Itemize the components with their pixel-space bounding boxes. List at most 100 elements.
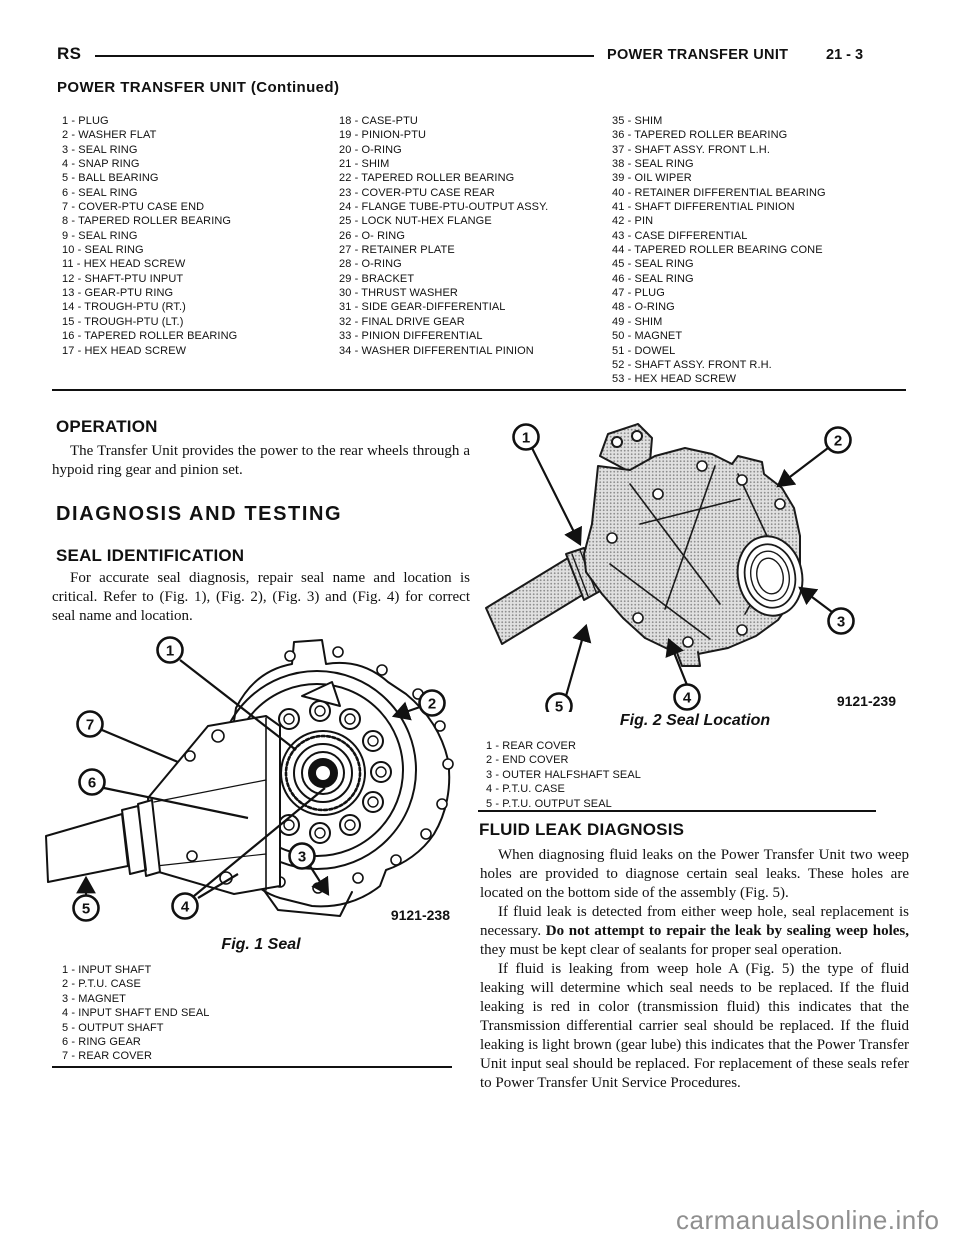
svg-text:2: 2 <box>428 696 436 713</box>
parts-item: 27 - RETAINER PLATE <box>339 244 455 257</box>
fig1-callout-2 <box>418 689 446 717</box>
parts-item: 14 - TROUGH-PTU (RT.) <box>62 301 186 314</box>
svg-text:1: 1 <box>166 643 174 660</box>
parts-item: 20 - O-RING <box>339 143 402 156</box>
parts-item: 15 - TROUGH-PTU (LT.) <box>62 315 184 328</box>
parts-item: 26 - O- RING <box>339 229 405 242</box>
parts-item: 7 - COVER-PTU CASE END <box>62 201 205 214</box>
parts-item: 40 - RETAINER DIFFERENTIAL BEARING <box>612 186 826 199</box>
seal-identification-heading: SEAL IDENTIFICATION <box>56 546 245 565</box>
svg-text:7: 7 <box>86 717 94 734</box>
parts-item: 37 - SHAFT ASSY. FRONT L.H. <box>612 143 770 156</box>
fig2-caption: Fig. 2 Seal Location <box>619 712 771 729</box>
parts-item: 17 - HEX HEAD SCREW <box>62 344 187 357</box>
parts-item: 8 - TAPERED ROLLER BEARING <box>62 215 232 228</box>
section-continued-title: POWER TRANSFER UNIT (Continued) <box>57 79 340 96</box>
header-rule <box>95 55 594 58</box>
parts-item: 47 - PLUG <box>612 287 665 300</box>
legend-item: 6 - RING GEAR <box>62 1036 141 1049</box>
fig2-illustration: 1 2 3 4 5 9121-239 <box>485 423 896 713</box>
fig2-legend-divider <box>478 810 876 812</box>
legend-item: 2 - END COVER <box>486 754 569 767</box>
fig2-callout-2 <box>824 426 852 454</box>
fig2-halfshaft <box>485 557 585 645</box>
fig1-callout-7 <box>76 710 104 738</box>
operation-heading: OPERATION <box>56 417 158 436</box>
parts-item: 45 - SEAL RING <box>612 258 694 271</box>
fig1-callout-5 <box>72 894 100 922</box>
parts-item: 28 - O-RING <box>339 258 402 271</box>
diagnosis-and-testing-heading: DIAGNOSIS AND TESTING <box>56 503 343 525</box>
fig2-image-code: 9121-239 <box>837 693 896 709</box>
legend-item: 4 - P.T.U. CASE <box>486 783 565 796</box>
legend-item: 1 - INPUT SHAFT <box>62 964 152 976</box>
legend-item: 5 - P.T.U. OUTPUT SEAL <box>486 797 612 810</box>
fluid-leak-paragraphs: When diagnosing fluid leaks on the Power… <box>480 846 909 1093</box>
legend-item: 2 - P.T.U. CASE <box>62 978 141 991</box>
parts-item: 12 - SHAFT-PTU INPUT <box>62 272 184 285</box>
parts-item: 51 - DOWEL <box>612 344 676 357</box>
svg-text:4: 4 <box>683 690 692 707</box>
svg-text:3: 3 <box>837 614 845 631</box>
parts-item: 2 - WASHER FLAT <box>62 129 157 142</box>
page-number: 21 - 3 <box>826 47 864 63</box>
parts-item: 4 - SNAP RING <box>62 158 140 171</box>
parts-item: 25 - LOCK NUT-HEX FLANGE <box>339 215 492 228</box>
parts-item: 24 - FLANGE TUBE-PTU-OUTPUT ASSY. <box>339 201 549 214</box>
fluid-leak-paragraph-1: When diagnosing fluid leaks on the Power… <box>480 847 909 901</box>
fig1-image-code: 9121-238 <box>391 907 450 923</box>
fig1-caption: Fig. 1 Seal <box>221 936 301 953</box>
parts-item: 44 - TAPERED ROLLER BEARING CONE <box>612 244 823 257</box>
fig1-callout-1 <box>156 636 184 664</box>
fig1-hub <box>280 730 366 816</box>
svg-text:1: 1 <box>522 430 530 447</box>
legend-item: 4 - INPUT SHAFT END SEAL <box>62 1007 210 1020</box>
legend-item: 5 - OUTPUT SHAFT <box>62 1021 164 1034</box>
parts-item: 23 - COVER-PTU CASE REAR <box>339 186 495 199</box>
fluid-leak-paragraph-3: If fluid is leaking from weep hole A (Fi… <box>480 961 909 1091</box>
parts-item: 48 - O-RING <box>612 301 675 314</box>
parts-item: 6 - SEAL RING <box>62 186 138 199</box>
parts-item: 19 - PINION-PTU <box>339 129 427 142</box>
parts-list-divider <box>52 389 906 391</box>
svg-text:6: 6 <box>88 775 96 792</box>
svg-text:2: 2 <box>834 433 842 450</box>
parts-item: 18 - CASE-PTU <box>339 115 418 127</box>
parts-item: 50 - MAGNET <box>612 330 683 343</box>
fig1-callout-3 <box>288 842 316 870</box>
parts-item: 10 - SEAL RING <box>62 244 144 257</box>
svg-text:5: 5 <box>555 699 563 713</box>
parts-item: 9 - SEAL RING <box>62 229 138 242</box>
fig1-callout-6 <box>78 768 106 796</box>
fig1-callout-4 <box>171 892 199 920</box>
fluid-leak-paragraph-2: If fluid leak is detected from either we… <box>480 904 909 958</box>
parts-item: 30 - THRUST WASHER <box>339 287 458 300</box>
parts-item: 1 - PLUG <box>62 115 109 127</box>
parts-item: 31 - SIDE GEAR-DIFFERENTIAL <box>339 301 506 314</box>
parts-item: 34 - WASHER DIFFERENTIAL PINION <box>339 344 534 357</box>
parts-item: 11 - HEX HEAD SCREW <box>62 258 186 271</box>
svg-text:3: 3 <box>298 849 306 866</box>
fig2-callout-3 <box>827 607 855 635</box>
parts-item: 5 - BALL BEARING <box>62 172 159 185</box>
svg-text:4: 4 <box>181 899 190 916</box>
fig1-illustration: 1 2 3 4 5 6 7 9121-238 <box>45 636 454 923</box>
parts-item: 21 - SHIM <box>339 158 390 171</box>
parts-item: 29 - BRACKET <box>339 272 415 285</box>
parts-item: 22 - TAPERED ROLLER BEARING <box>339 172 515 185</box>
fig2-end-bore <box>736 535 804 617</box>
fig1-legend-divider <box>52 1066 452 1068</box>
parts-item: 36 - TAPERED ROLLER BEARING <box>612 129 788 142</box>
fig2-callout-1 <box>512 423 540 451</box>
legend-item: 3 - OUTER HALFSHAFT SEAL <box>486 768 642 781</box>
parts-item: 39 - OIL WIPER <box>612 172 692 185</box>
legend-item: 3 - MAGNET <box>62 992 126 1005</box>
fig2-callout-4 <box>673 683 701 711</box>
watermark: carmanualsonline.info <box>676 1205 940 1235</box>
parts-item: 41 - SHAFT DIFFERENTIAL PINION <box>612 201 795 214</box>
parts-item: 43 - CASE DIFFERENTIAL <box>612 229 748 242</box>
